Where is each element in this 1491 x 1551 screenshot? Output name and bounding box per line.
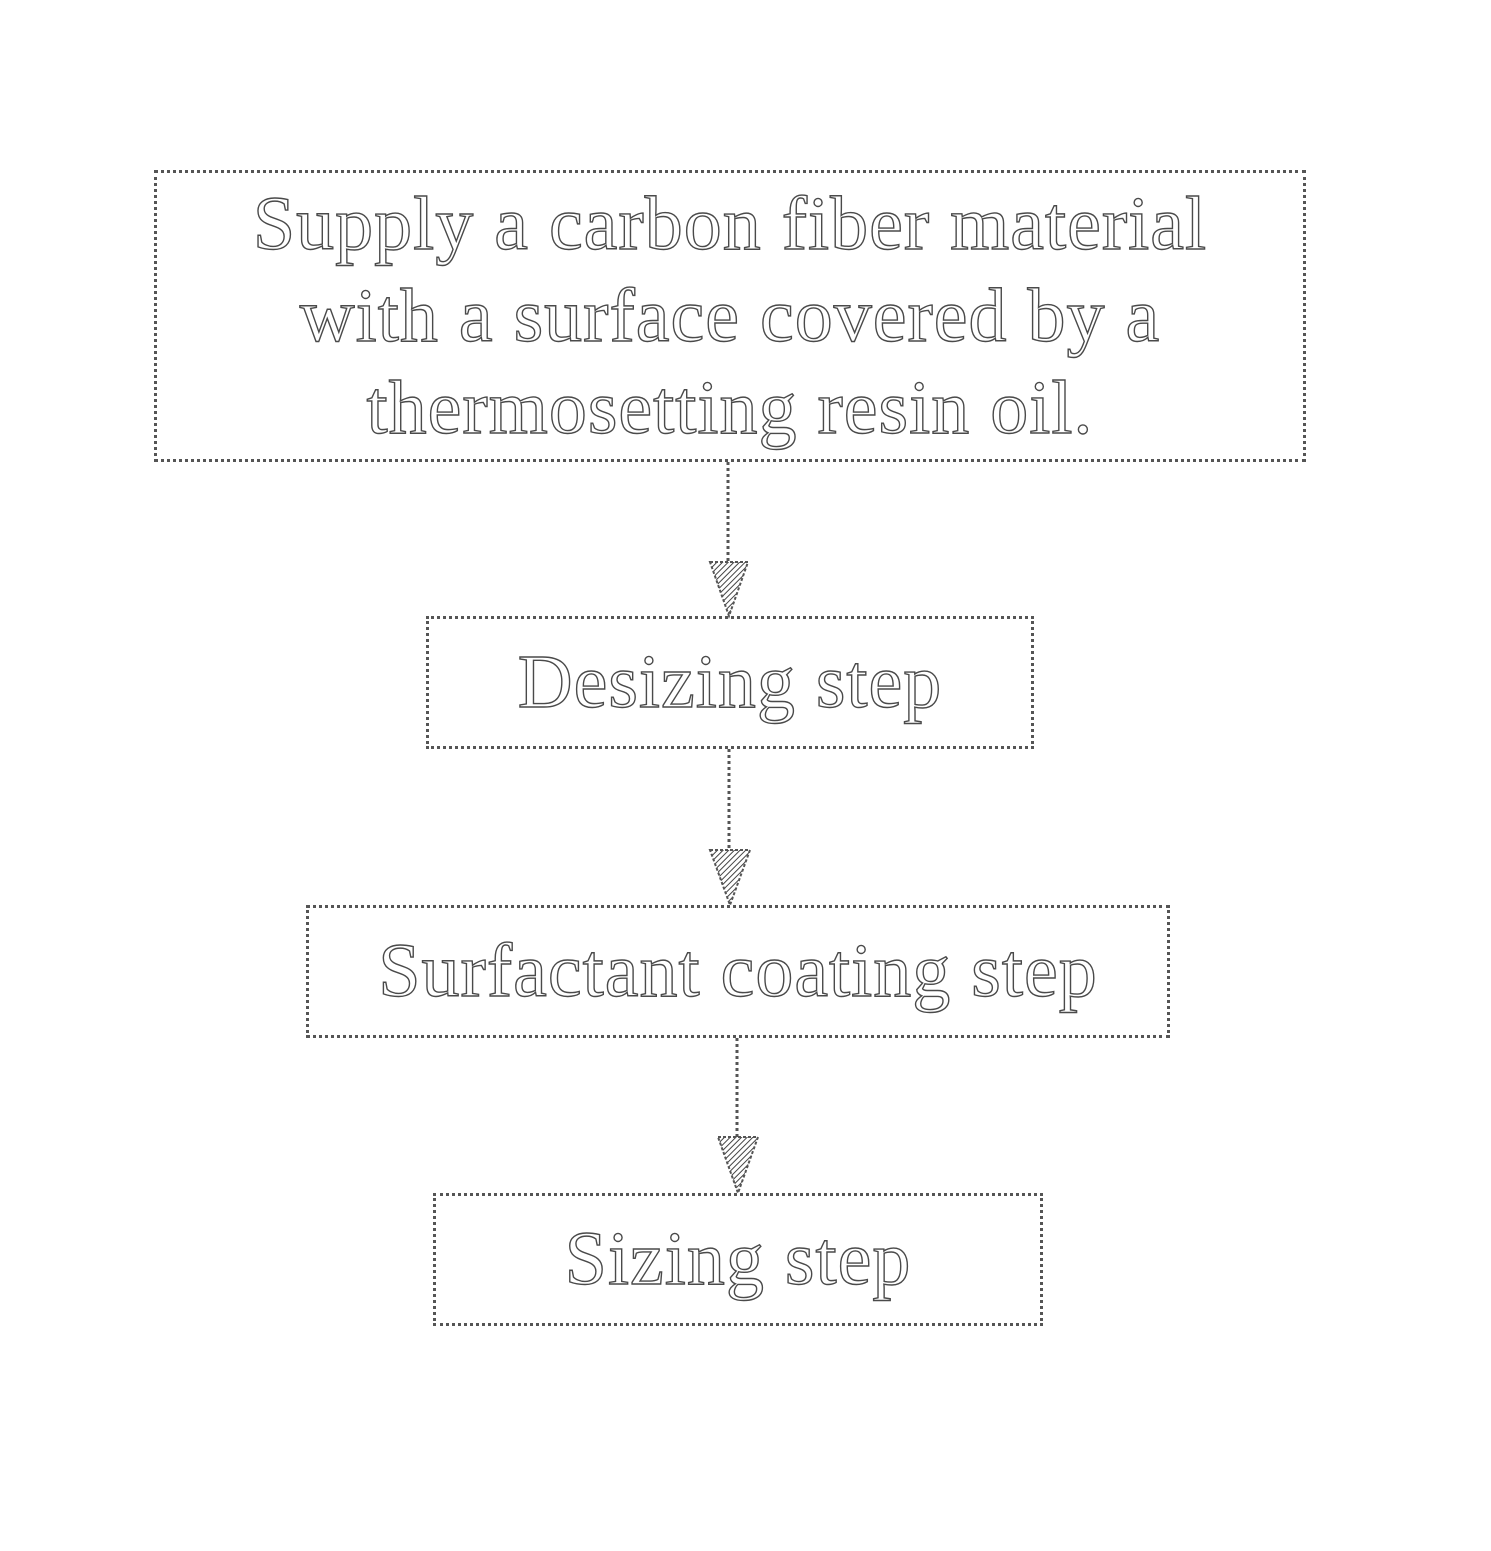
step-supply-carbon-fiber-label: Supply a carbon fiber material with a su… (217, 178, 1243, 454)
arrow-step1-to-step2 (710, 462, 748, 616)
arrow-step3-to-step4 (718, 1038, 758, 1193)
step-surfactant-coating-label: Surfactant coating step (378, 928, 1097, 1015)
step-surfactant-coating-box: Surfactant coating step (306, 905, 1170, 1038)
step-desizing-box: Desizing step (426, 616, 1034, 749)
arrow-step2-to-step3 (710, 749, 750, 905)
step-desizing-label: Desizing step (518, 639, 943, 726)
step-sizing-box: Sizing step (433, 1193, 1043, 1326)
step-sizing-label: Sizing step (565, 1216, 912, 1303)
step-supply-carbon-fiber-box: Supply a carbon fiber material with a su… (154, 170, 1306, 462)
